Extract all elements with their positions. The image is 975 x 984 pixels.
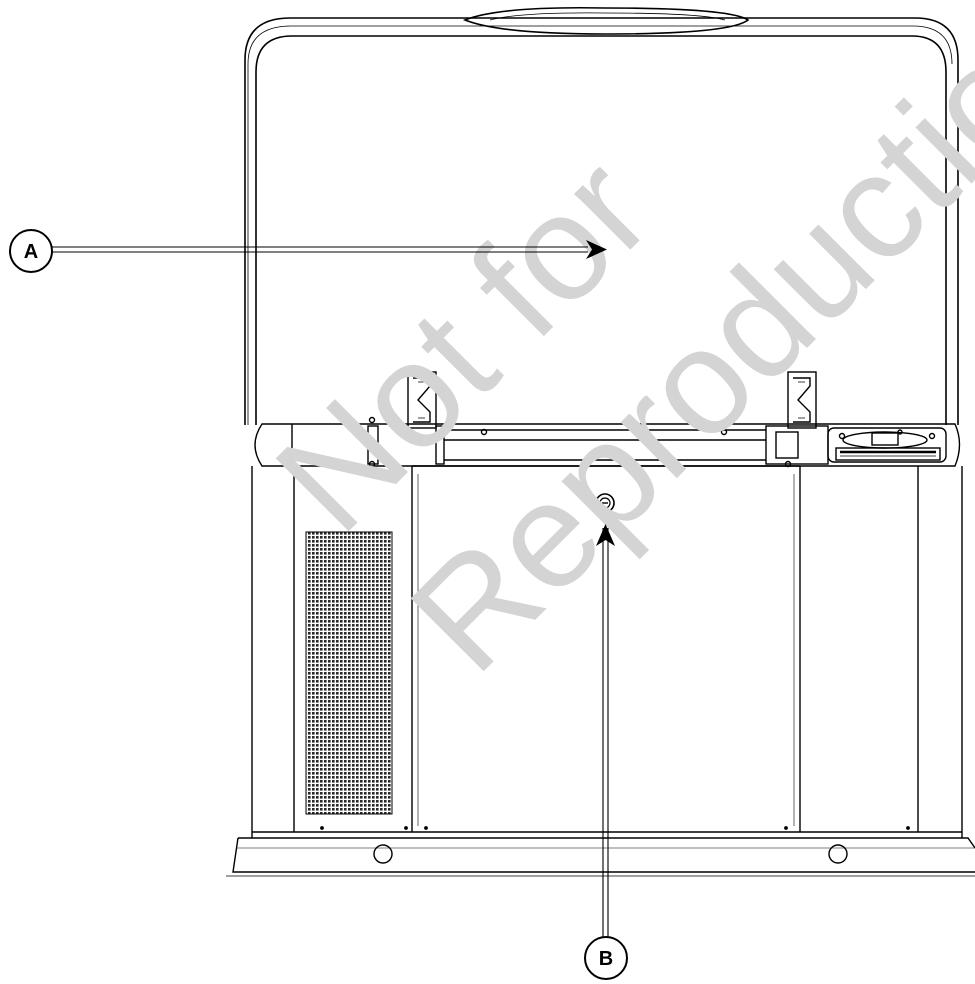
lid bbox=[244, 6, 959, 425]
base bbox=[226, 837, 975, 877]
callout-b-label: B bbox=[599, 948, 613, 970]
door-lock bbox=[595, 493, 615, 513]
vent-grille bbox=[305, 531, 393, 815]
callout-b: B bbox=[584, 524, 628, 980]
callout-b-circle bbox=[584, 936, 628, 980]
top-rail bbox=[254, 416, 961, 468]
hinge-right bbox=[787, 371, 817, 429]
callout-b-arrowhead bbox=[596, 524, 615, 546]
hinge-left bbox=[407, 371, 437, 429]
enclosure-body bbox=[251, 465, 963, 838]
lid-handle bbox=[462, 6, 750, 35]
callout-a-arrowhead bbox=[586, 240, 607, 259]
callout-a-circle bbox=[9, 229, 53, 273]
callout-a: A bbox=[9, 229, 607, 273]
callout-a-label: A bbox=[24, 241, 38, 263]
